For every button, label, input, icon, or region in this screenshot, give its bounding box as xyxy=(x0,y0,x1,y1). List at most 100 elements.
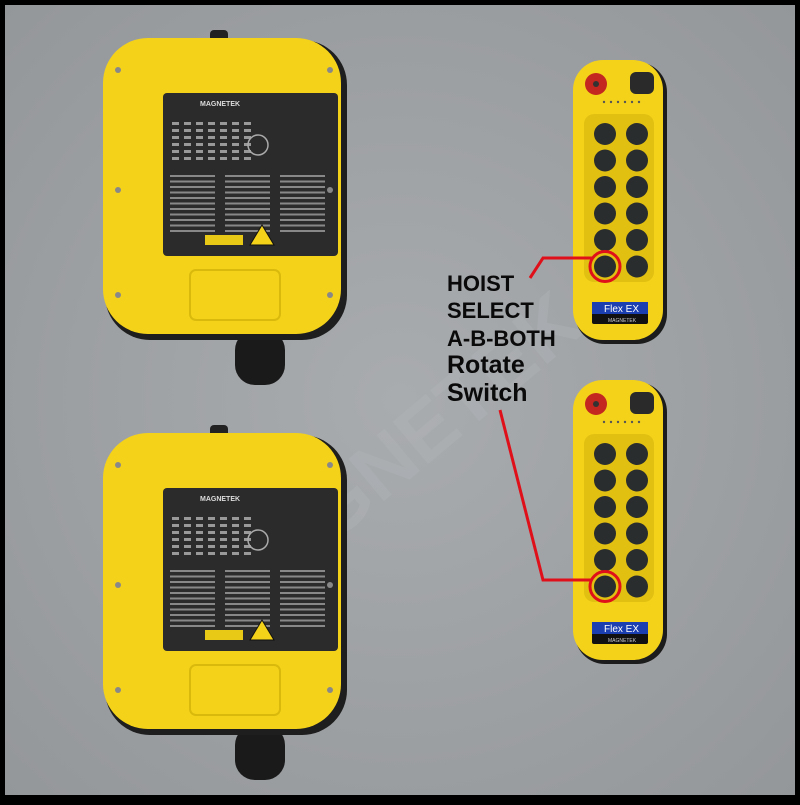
terminal-mark xyxy=(225,197,270,199)
label-text-mark xyxy=(196,122,203,125)
terminal-mark xyxy=(280,213,325,216)
pointer-line-1 xyxy=(528,256,592,279)
model-label-blue xyxy=(592,302,648,314)
push-button xyxy=(594,496,616,518)
led-icon xyxy=(630,420,634,424)
label-text-mark xyxy=(196,538,203,541)
led-icon xyxy=(609,100,613,104)
receiver-emboss xyxy=(189,664,281,716)
screw-icon xyxy=(115,687,121,693)
screw-icon xyxy=(115,292,121,298)
screw-icon xyxy=(115,67,121,73)
label-text-mark xyxy=(208,129,215,132)
led-icon xyxy=(602,420,606,424)
terminal-mark xyxy=(170,175,215,177)
label-text-mark xyxy=(208,143,215,146)
push-button xyxy=(594,549,616,571)
label-text-mark xyxy=(244,531,251,534)
terminal-mark xyxy=(225,592,270,594)
push-button xyxy=(594,176,616,198)
label-text-mark xyxy=(232,545,239,548)
terminal-mark xyxy=(280,186,325,188)
push-button xyxy=(626,176,648,198)
terminal-mark xyxy=(280,208,325,210)
terminal-mark xyxy=(280,581,325,583)
push-button xyxy=(594,522,616,545)
estop-center xyxy=(593,401,599,407)
label-text-mark xyxy=(244,129,251,132)
label-text-mark xyxy=(172,150,179,153)
label-text-mark xyxy=(196,545,203,548)
terminal-mark xyxy=(225,213,270,216)
terminal-mark xyxy=(170,586,215,589)
label-text-mark xyxy=(172,545,179,548)
label-text-mark xyxy=(172,136,179,139)
terminal-mark xyxy=(225,614,270,616)
push-button xyxy=(594,229,616,251)
label-text-mark xyxy=(232,531,239,534)
terminal-mark xyxy=(225,230,270,232)
label-text-mark xyxy=(244,524,251,527)
terminal-mark xyxy=(170,202,215,205)
label-text-mark xyxy=(184,150,191,153)
led-icon xyxy=(616,420,620,424)
label-text-mark xyxy=(172,129,179,132)
push-button xyxy=(626,123,648,145)
receiver-brand: MAGNETEK xyxy=(200,496,240,503)
terminal-mark xyxy=(225,180,270,183)
terminal-mark xyxy=(280,608,325,611)
label-text-mark xyxy=(220,538,227,541)
label-text-mark xyxy=(184,143,191,146)
receiver-1: MAGNETEK xyxy=(103,30,347,385)
terminal-mark xyxy=(225,219,270,221)
label-text-mark xyxy=(232,524,239,527)
label-text-mark xyxy=(172,517,179,520)
label-text-mark xyxy=(244,552,251,555)
warning-icon xyxy=(249,224,275,246)
terminal-mark xyxy=(170,603,215,605)
terminal-mark xyxy=(225,175,270,177)
terminal-mark xyxy=(170,570,215,572)
label-text-mark xyxy=(220,524,227,527)
screw-icon xyxy=(327,687,333,693)
label-text-mark xyxy=(244,517,251,520)
terminal-mark xyxy=(280,202,325,205)
terminal-mark xyxy=(280,603,325,605)
highlight-circle xyxy=(588,570,622,603)
label-text-mark xyxy=(232,136,239,139)
label-text-mark xyxy=(196,129,203,132)
label-text-mark xyxy=(232,122,239,125)
label-text-mark xyxy=(196,531,203,534)
label-text-mark xyxy=(184,136,191,139)
terminal-mark xyxy=(170,208,215,210)
terminal-mark xyxy=(280,570,325,572)
led-icon xyxy=(602,100,606,104)
terminal-mark xyxy=(170,581,215,583)
label-text-mark xyxy=(220,129,227,132)
terminal-mark xyxy=(280,597,325,600)
label-text-mark xyxy=(184,545,191,548)
label-text-mark xyxy=(220,517,227,520)
terminal-mark xyxy=(225,208,270,210)
terminal-mark xyxy=(225,186,270,188)
label-text-mark xyxy=(208,157,215,160)
terminal-mark xyxy=(170,625,215,627)
terminal-mark xyxy=(170,191,215,194)
annotation-line-4: Rotate xyxy=(447,351,525,379)
label-text-mark xyxy=(208,524,215,527)
label-text-mark xyxy=(172,143,179,146)
terminal-mark xyxy=(170,619,215,622)
label-text-mark xyxy=(184,552,191,555)
terminal-mark xyxy=(170,575,215,578)
label-text-mark xyxy=(184,122,191,125)
label-text-mark xyxy=(172,122,179,125)
led-icon xyxy=(630,100,634,104)
label-text-mark xyxy=(244,545,251,548)
screw-icon xyxy=(327,292,333,298)
terminal-mark xyxy=(280,625,325,627)
push-button xyxy=(594,255,616,278)
terminal-mark xyxy=(280,592,325,594)
